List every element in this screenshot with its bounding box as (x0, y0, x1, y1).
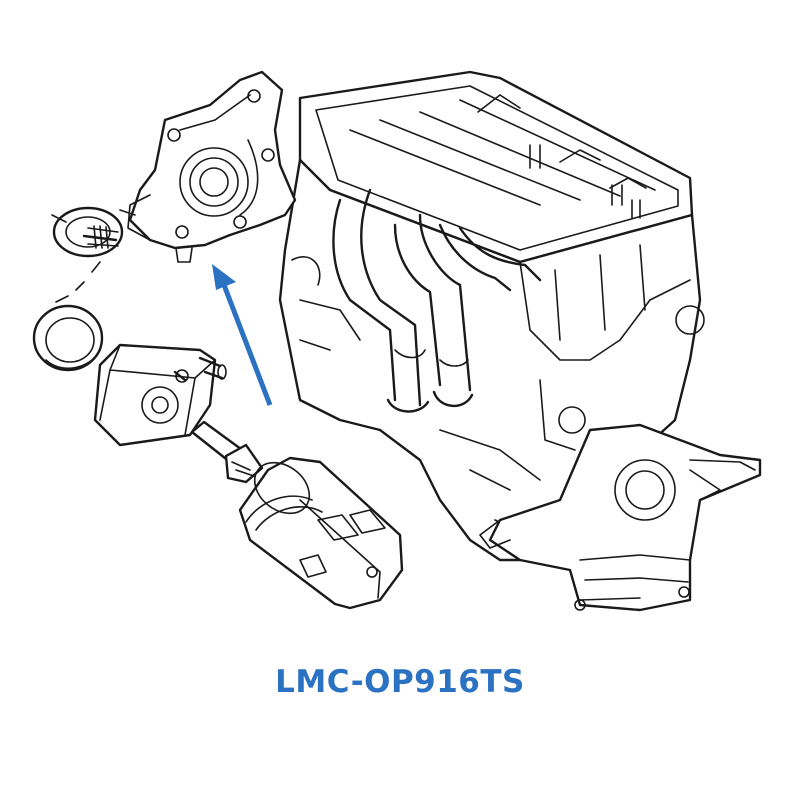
oil-cooler (93, 343, 227, 447)
oil-pump-housing (119, 70, 297, 263)
oil-filter (238, 456, 404, 610)
pump-fitting (51, 206, 124, 258)
guide-dashed-line (55, 261, 101, 303)
sealing-ring (32, 304, 104, 372)
part-code-label: LMC-OP916TS (275, 664, 525, 700)
arrow-up-left-icon (212, 264, 273, 406)
connecting-bolt (190, 420, 264, 484)
engine-block (278, 70, 762, 612)
